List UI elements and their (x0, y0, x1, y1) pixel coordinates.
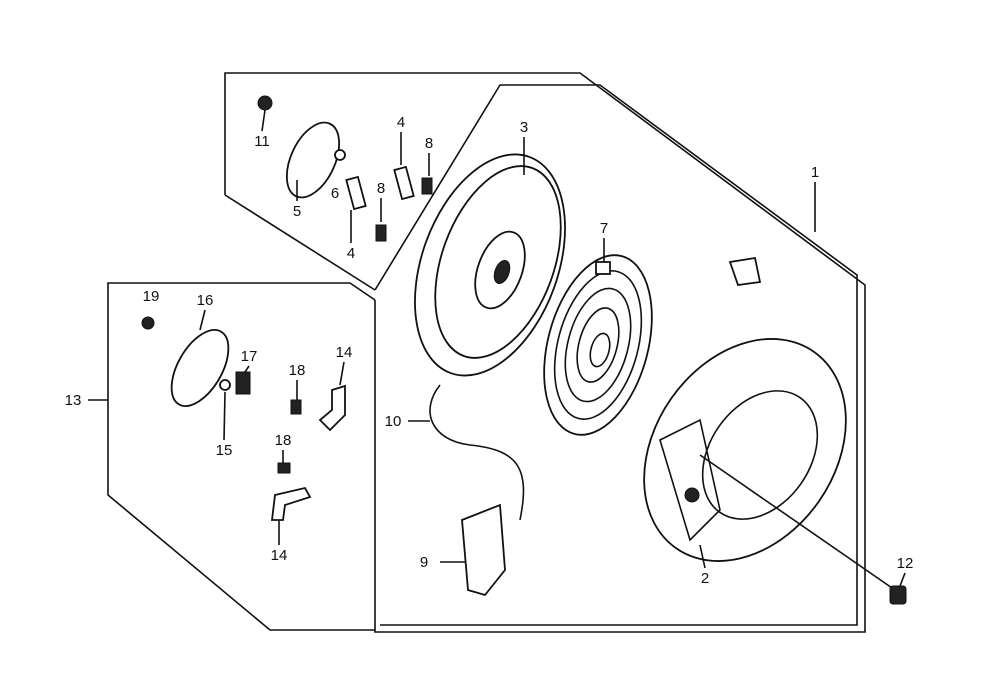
callout-18: 18 (275, 432, 292, 449)
callout-4: 4 (347, 245, 355, 262)
callout-17: 17 (241, 348, 258, 365)
starter-case-part (643, 256, 847, 562)
callout-10: 10 (385, 413, 402, 430)
callout-18: 18 (289, 362, 306, 379)
callout-13: 13 (65, 392, 82, 409)
callout-14: 14 (336, 344, 353, 361)
callout-9: 9 (420, 554, 428, 571)
callout-2: 2 (701, 570, 709, 587)
callout-6: 6 (331, 185, 339, 202)
leader-lines (88, 109, 906, 587)
bolt-12-part (889, 585, 907, 605)
callout-8: 8 (425, 135, 433, 152)
grip-part (461, 503, 506, 597)
callout-12: 12 (897, 555, 914, 572)
reel-part (414, 153, 566, 377)
callout-5: 5 (293, 203, 301, 220)
callout-7: 7 (600, 220, 608, 237)
callout-19: 19 (143, 288, 160, 305)
callout-15: 15 (216, 442, 233, 459)
group-outline-main (224, 72, 866, 633)
callout-3: 3 (520, 119, 528, 136)
ratchet-guide-part (257, 95, 433, 242)
callout-8: 8 (377, 180, 385, 197)
callout-14: 14 (271, 547, 288, 564)
callout-11: 11 (254, 133, 270, 150)
callout-4: 4 (397, 114, 405, 131)
leader-12 (699, 454, 896, 591)
spring-part (543, 254, 653, 436)
group-outline-ratchet-kit (107, 282, 376, 631)
callout-1: 1 (811, 164, 819, 181)
ratchet-kit-parts (141, 316, 346, 521)
rope-part (429, 384, 525, 521)
callout-16: 16 (197, 292, 214, 309)
